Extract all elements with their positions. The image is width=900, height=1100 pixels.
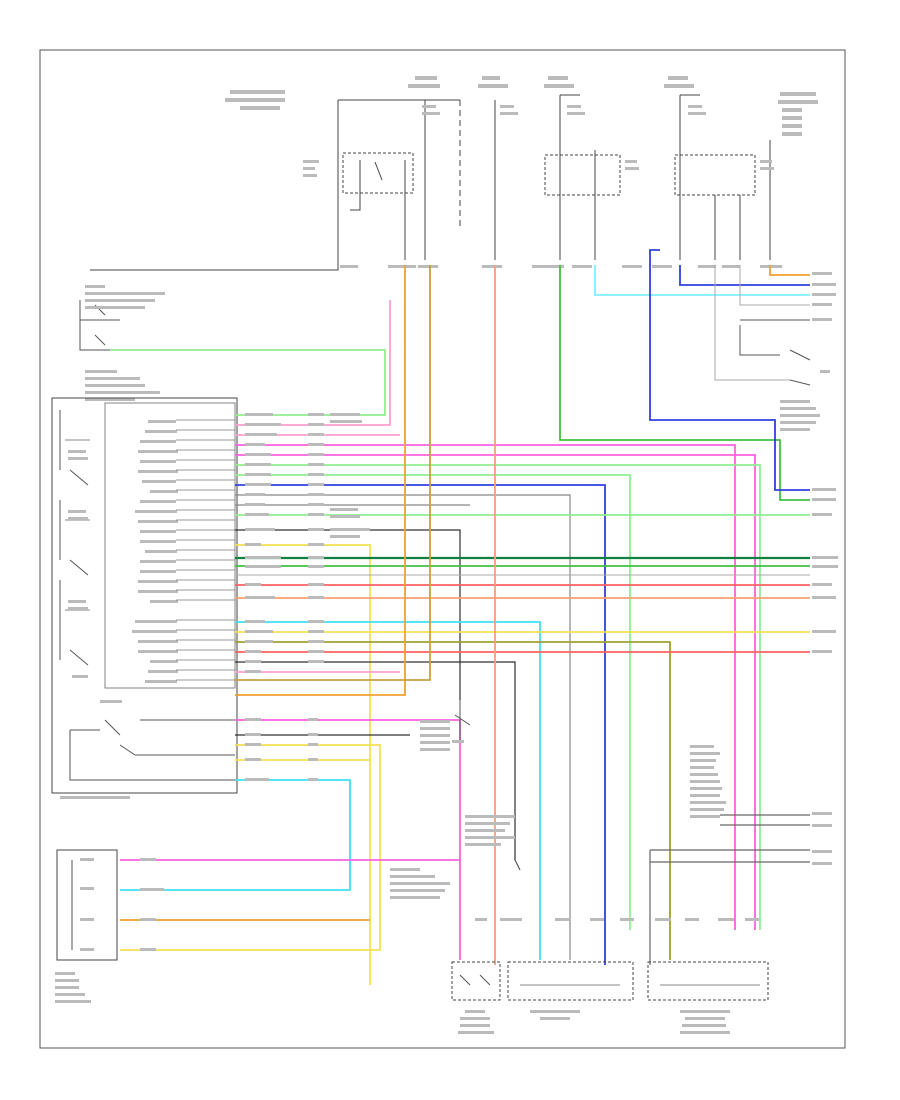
relay-section: [90, 94, 771, 271]
relay-2: [544, 154, 621, 196]
top-labels: [225, 76, 818, 268]
right-connector-labels: [780, 272, 838, 865]
blower-motor-resistor: [55, 849, 164, 1003]
wire-harness: [110, 249, 810, 985]
bottom-notes: [390, 745, 726, 899]
relay-3: [674, 154, 756, 196]
pressure-switch: [454, 700, 471, 740]
transfer-case-block: [507, 961, 634, 1001]
diagram-border: [39, 49, 846, 1049]
bottom-components: [451, 918, 769, 1034]
encoder-motor-block: [647, 961, 769, 1001]
right-switch: [739, 325, 811, 386]
actuator-1: [451, 961, 501, 1001]
wire-labels: [245, 370, 830, 781]
relay-1: [342, 152, 414, 194]
control-module: [51, 397, 238, 799]
left-switch-labels: [85, 285, 165, 401]
